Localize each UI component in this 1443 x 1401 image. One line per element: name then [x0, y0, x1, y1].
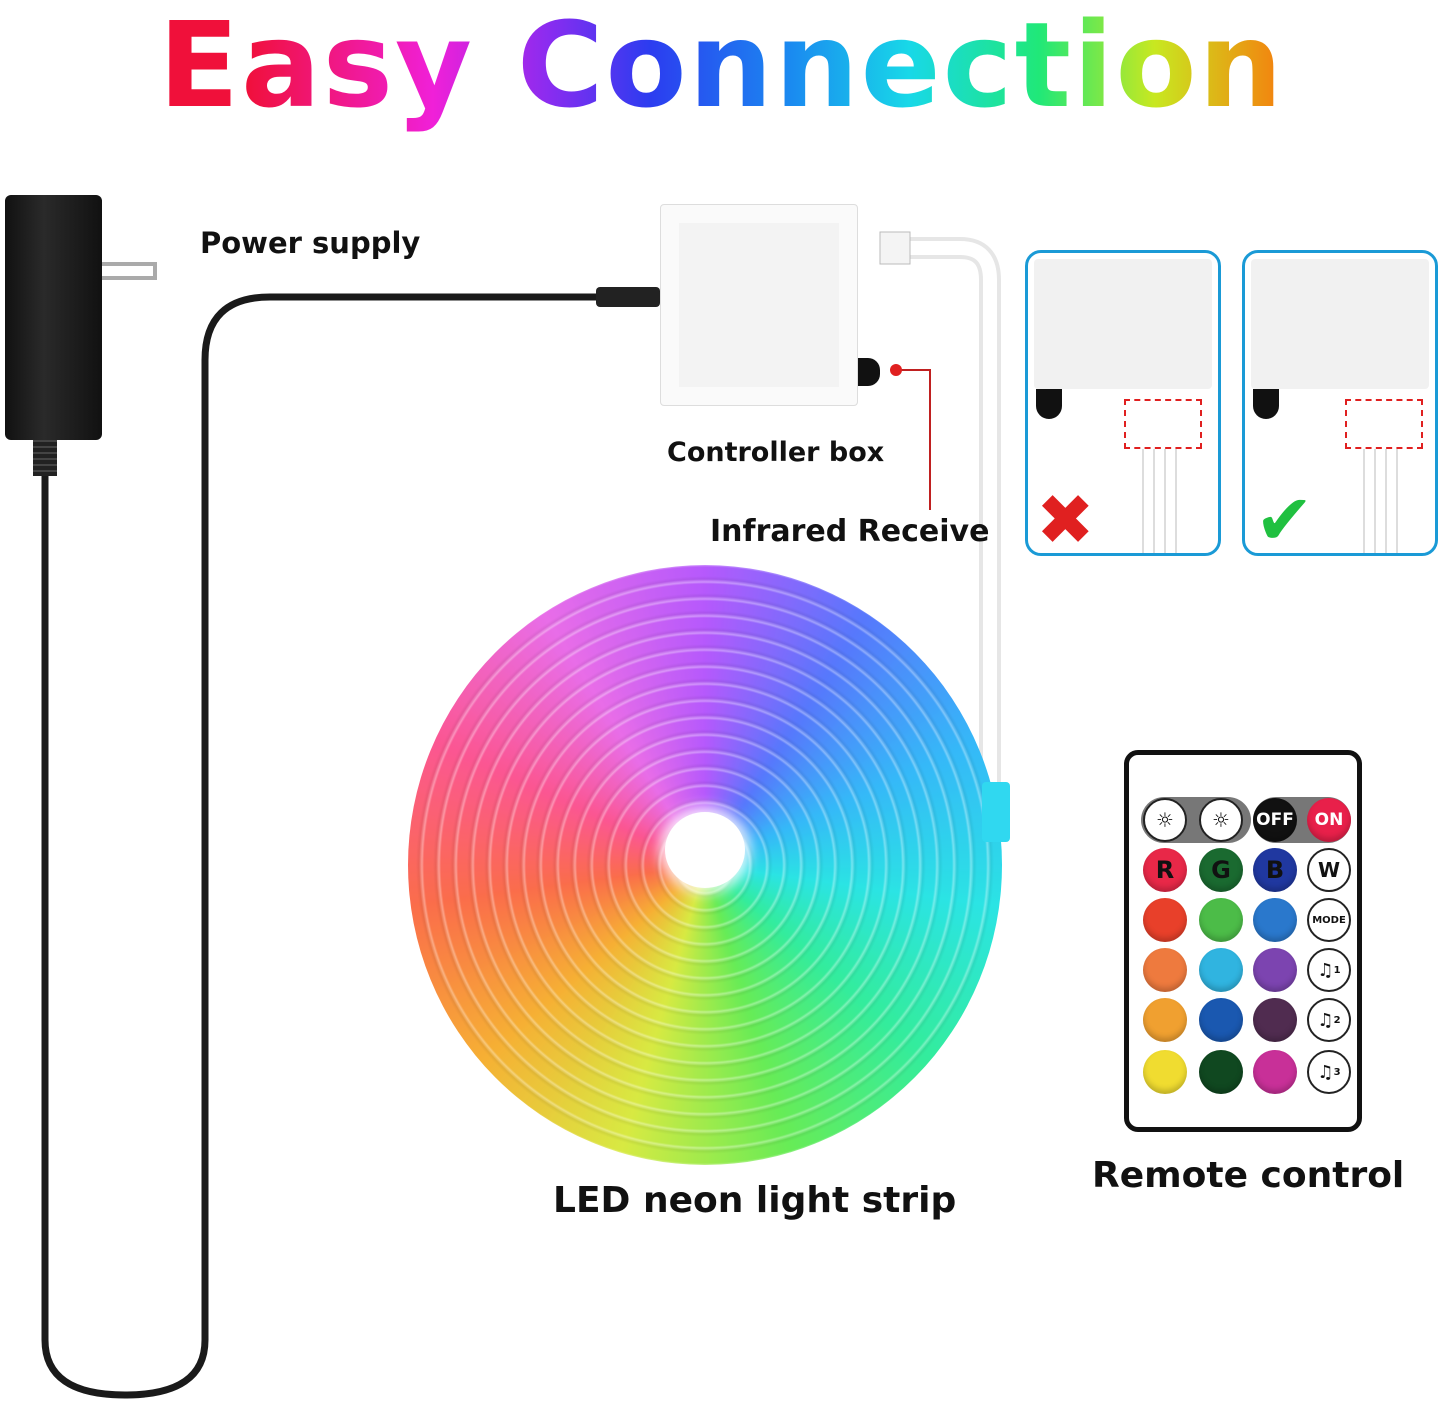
power-adapter [5, 195, 102, 440]
music3-button[interactable]: ♫3 [1307, 1050, 1351, 1094]
music2-button[interactable]: ♫2 [1307, 998, 1351, 1042]
connector [879, 231, 911, 265]
led-strip-label: LED neon light strip [553, 1180, 957, 1221]
color-button[interactable] [1199, 898, 1243, 942]
color-button[interactable] [1143, 948, 1187, 992]
remote-control-label: Remote control [1092, 1155, 1405, 1196]
infrared-pointer-line [900, 369, 931, 510]
brightness-down-button[interactable]: ☼ [1199, 798, 1243, 842]
power-cable [41, 293, 600, 1399]
on-button[interactable]: ON [1307, 798, 1351, 842]
music1-number: 1 [1333, 964, 1341, 976]
controller-box-label: Controller box [667, 437, 885, 468]
brightness-up-button[interactable]: ☼ [1143, 798, 1187, 842]
music3-number: 3 [1333, 1066, 1341, 1078]
color-button[interactable] [1143, 998, 1187, 1042]
remote-control: ☼ ☼ OFF ON R G B W MODE ♫1 ♫2 ♫3 [1124, 750, 1362, 1132]
music1-button[interactable]: ♫1 [1307, 948, 1351, 992]
coil-center [665, 812, 745, 888]
blue-button[interactable]: B [1253, 848, 1297, 892]
color-button[interactable] [1199, 998, 1243, 1042]
color-button[interactable] [1199, 1050, 1243, 1094]
checkmark-icon: ✔ [1255, 479, 1314, 556]
red-button[interactable]: R [1143, 848, 1187, 892]
infrared-dot [890, 364, 902, 376]
page-title: Easy Connection [0, 0, 1443, 134]
adapter-prongs [102, 262, 157, 280]
color-button[interactable] [1253, 1050, 1297, 1094]
strip-end-cap [982, 782, 1010, 842]
color-button[interactable] [1253, 898, 1297, 942]
infrared-receiver [858, 358, 880, 386]
color-button[interactable] [1199, 948, 1243, 992]
mode-button[interactable]: MODE [1307, 898, 1351, 942]
white-button[interactable]: W [1307, 848, 1351, 892]
green-button[interactable]: G [1199, 848, 1243, 892]
cable-plug [596, 287, 660, 307]
controller-box [660, 204, 858, 406]
wrong-connection-inset: ✖ [1025, 250, 1221, 556]
color-button[interactable] [1253, 948, 1297, 992]
color-button[interactable] [1253, 998, 1297, 1042]
color-button[interactable] [1143, 898, 1187, 942]
cross-icon: ✖ [1036, 479, 1095, 556]
correct-connection-inset: ✔ [1242, 250, 1438, 556]
adapter-strain-relief [33, 440, 57, 476]
infrared-receive-label: Infrared Receive [710, 514, 990, 549]
music2-number: 2 [1333, 1014, 1341, 1026]
off-button[interactable]: OFF [1253, 798, 1297, 842]
color-button[interactable] [1143, 1050, 1187, 1094]
power-supply-label: Power supply [200, 226, 421, 260]
